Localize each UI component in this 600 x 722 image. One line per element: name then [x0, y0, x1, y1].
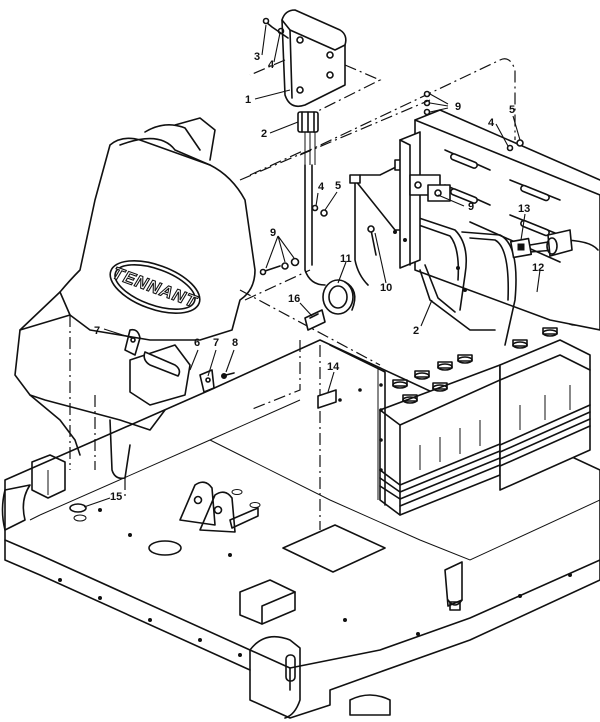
control-module: [249, 9, 382, 121]
callout-14: 14: [327, 361, 340, 373]
deck-mounting-bracket-center: [179, 481, 259, 533]
callout-4: 4: [488, 117, 495, 129]
callout-3: 3: [254, 51, 260, 63]
callout-2: 2: [413, 325, 419, 337]
clamp-ring: [69, 503, 87, 513]
callout-11: 11: [340, 253, 352, 265]
callout-numbers: 1 2 2 3 4 4 4 5 5 6 7 7 8 9 9 9 10 11 12…: [94, 51, 544, 503]
callout-9: 9: [455, 101, 461, 113]
callout-9: 9: [468, 201, 474, 213]
callout-leader-lines: [83, 24, 541, 508]
console-housing: [14, 117, 256, 500]
deck-mounting-bracket-left: [31, 454, 66, 499]
machine-base-frame: [1, 339, 600, 719]
battery-right: [499, 316, 591, 491]
callout-1: 1: [245, 94, 251, 106]
callout-10: 10: [380, 282, 392, 294]
harness-connector: [297, 111, 319, 165]
decal-label: [317, 389, 337, 409]
seat-switch-lever: [124, 328, 235, 393]
battery-connector: [509, 229, 573, 259]
battery-compartment-wall: [329, 344, 386, 506]
callout-7: 7: [213, 337, 219, 349]
callout-5: 5: [335, 180, 341, 192]
rear-panel: [239, 58, 600, 331]
callout-5: 5: [509, 104, 515, 116]
callout-13: 13: [518, 203, 530, 215]
callout-4: 4: [268, 59, 275, 71]
callout-15: 15: [110, 491, 122, 503]
wire-tie: [304, 309, 326, 331]
callout-16: 16: [288, 293, 300, 305]
battery-left: [379, 354, 501, 516]
callout-8: 8: [232, 337, 238, 349]
callout-6: 6: [194, 337, 200, 349]
relay-bracket: [399, 131, 451, 269]
callout-12: 12: [532, 262, 544, 274]
grommet: [322, 279, 356, 315]
callout-7: 7: [94, 325, 100, 337]
callout-2: 2: [261, 128, 267, 140]
hardware-screws: [259, 17, 524, 292]
panel-outline-dashed: [239, 149, 381, 530]
callout-9: 9: [270, 227, 276, 239]
callout-4: 4: [318, 181, 325, 193]
